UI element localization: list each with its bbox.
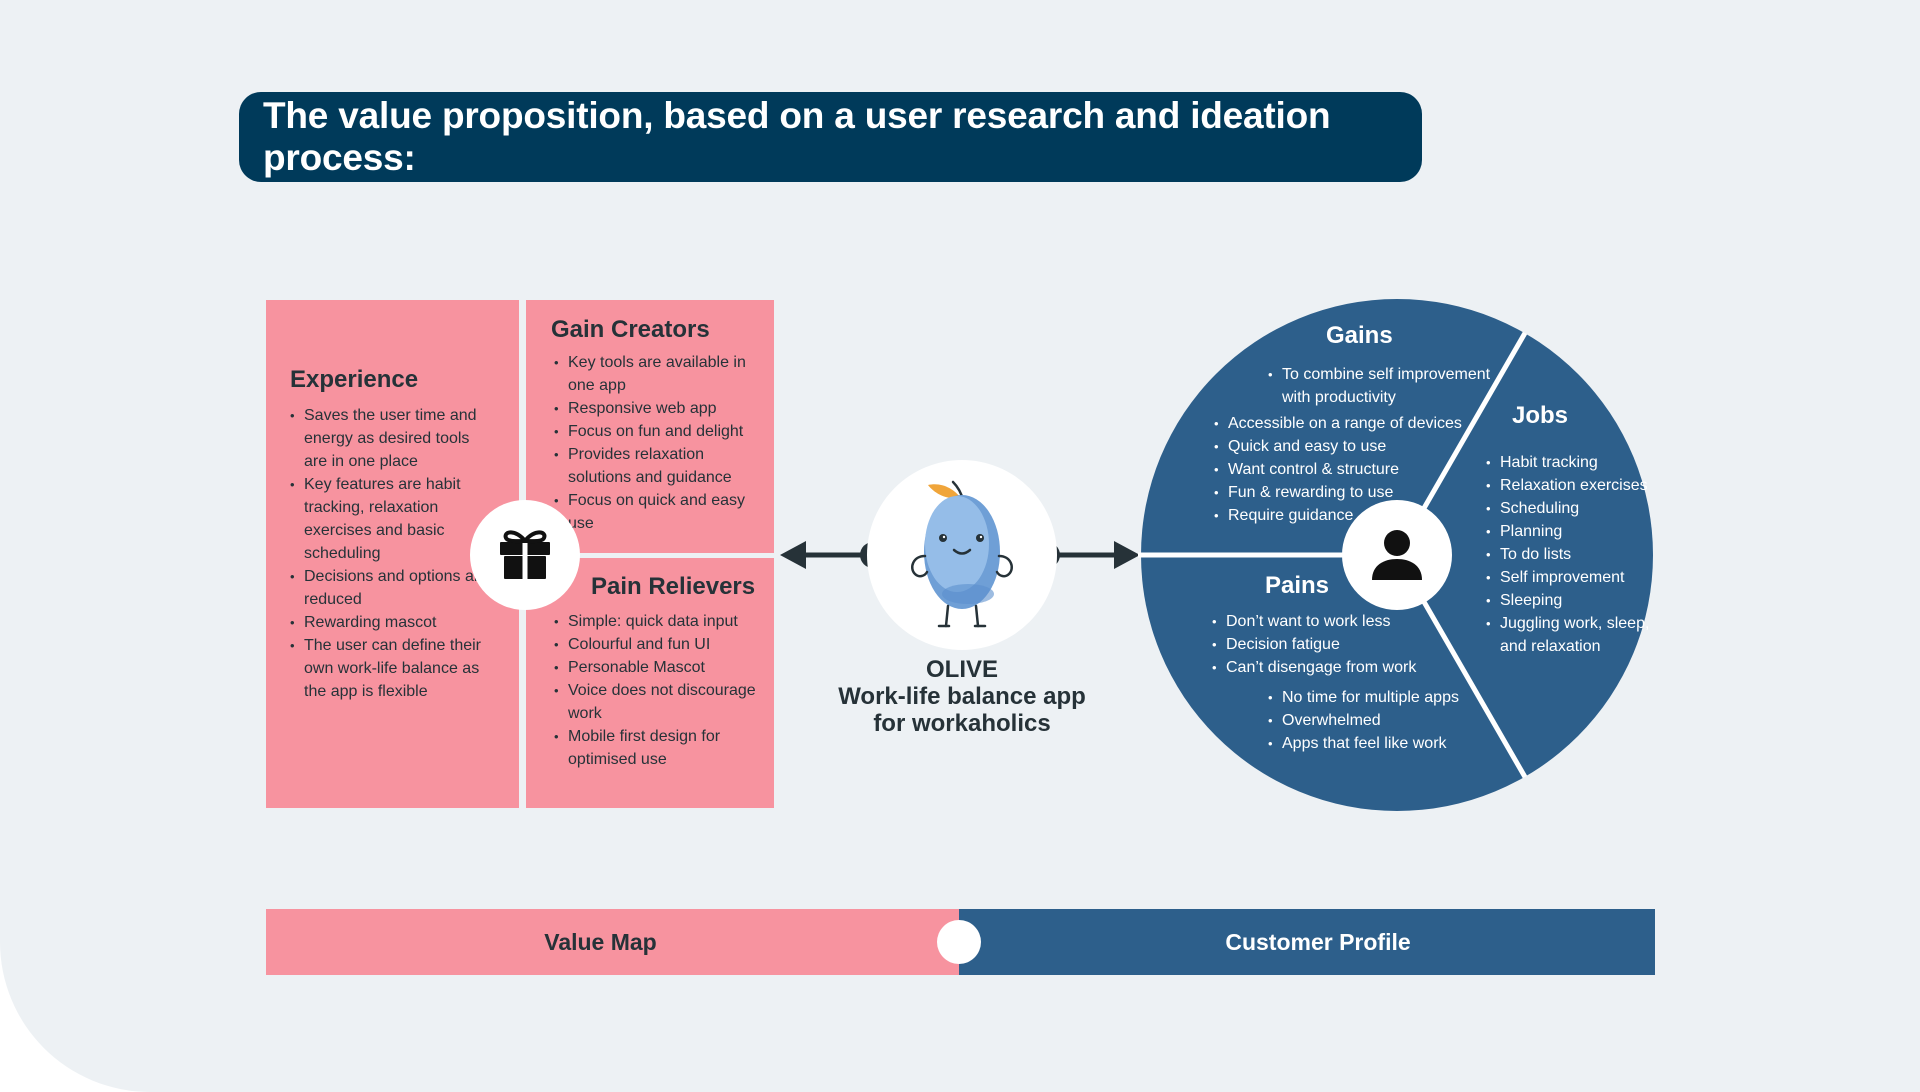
list-item: Scheduling <box>1486 497 1650 520</box>
pains-list: Don’t want to work less Decision fatigue… <box>1212 610 1456 679</box>
list-item: Self improvement <box>1486 566 1650 589</box>
list-item: Rewarding mascot <box>290 611 494 634</box>
gain-creators-list: Key tools are available in one app Respo… <box>554 351 770 535</box>
mascot-tagline-1: Work-life balance app <box>838 683 1086 710</box>
list-item: Can’t disengage from work <box>1212 656 1456 679</box>
gift-icon <box>500 530 550 579</box>
list-item: Key tools are available in one app <box>554 351 770 397</box>
list-item: Key features are habit tracking, relaxat… <box>290 473 494 565</box>
list-item: Habit tracking <box>1486 451 1650 474</box>
gains-title: Gains <box>1326 322 1393 349</box>
list-item: The user can define their own work-life … <box>290 634 494 703</box>
list-item: Decision fatigue <box>1212 633 1456 656</box>
list-item: Provides relaxation solutions and guidan… <box>554 443 770 489</box>
gain-creators-title: Gain Creators <box>551 316 710 343</box>
gift-badge <box>470 500 580 610</box>
user-badge <box>1342 500 1452 610</box>
list-item: Sleeping <box>1486 589 1650 612</box>
list-item: Relaxation exercises <box>1486 474 1650 497</box>
list-item: To combine self improvement with product… <box>1268 363 1512 409</box>
list-item: Want control & structure <box>1214 458 1488 481</box>
list-item: Colourful and fun UI <box>554 633 770 656</box>
list-item: Juggling work, sleep, and relaxation <box>1486 612 1650 658</box>
value-map-bar: Value Map <box>266 909 959 975</box>
title-banner: The value proposition, based on a user r… <box>239 92 1422 182</box>
user-icon <box>1372 530 1422 580</box>
gain-creators-panel: Gain Creators Key tools are available in… <box>526 300 774 553</box>
list-item: Don’t want to work less <box>1212 610 1456 633</box>
list-item: Planning <box>1486 520 1650 543</box>
jobs-list: Habit tracking Relaxation exercises Sche… <box>1486 451 1650 658</box>
list-item: Focus on quick and easy use <box>554 489 770 535</box>
list-item: Saves the user time and energy as desire… <box>290 404 494 473</box>
list-item: Require guidance <box>1214 504 1488 527</box>
value-map-label: Value Map <box>544 928 657 955</box>
mascot-tagline-2: for workaholics <box>873 710 1051 737</box>
pains-title: Pains <box>1265 572 1330 599</box>
gains-list: Accessible on a range of devices Quick a… <box>1214 412 1488 527</box>
list-item: Voice does not discourage work <box>554 679 770 725</box>
list-item: Apps that feel like work <box>1268 732 1512 755</box>
list-item: To do lists <box>1486 543 1650 566</box>
olive-mascot-icon <box>911 480 1013 628</box>
gains-list-top: To combine self improvement with product… <box>1268 363 1512 409</box>
right-arrow-head-icon <box>1114 541 1140 569</box>
list-item: Fun & rewarding to use <box>1214 481 1488 504</box>
experience-list: Saves the user time and energy as desire… <box>290 404 494 703</box>
pain-relievers-list: Simple: quick data input Colourful and f… <box>554 610 770 771</box>
jobs-title: Jobs <box>1512 402 1569 429</box>
list-item: Focus on fun and delight <box>554 420 770 443</box>
list-item: No time for multiple apps <box>1268 686 1512 709</box>
customer-profile-label: Customer Profile <box>1225 928 1411 955</box>
mascot-label: OLIVE Work-life balance app for workahol… <box>820 656 1104 737</box>
mascot-name: OLIVE <box>925 656 998 683</box>
page-title: The value proposition, based on a user r… <box>263 95 1331 178</box>
experience-title: Experience <box>290 366 419 393</box>
list-item: Personable Mascot <box>554 656 770 679</box>
bottom-bar: Value Map Customer Profile <box>266 909 1655 975</box>
mascot-circle <box>867 460 1057 650</box>
list-item: Simple: quick data input <box>554 610 770 633</box>
bar-junction-dot <box>937 920 981 964</box>
customer-profile-bar: Customer Profile <box>959 909 1655 975</box>
pain-relievers-panel: Pain Relievers Simple: quick data input … <box>526 558 774 808</box>
list-item: Mobile first design for optimised use <box>554 725 770 771</box>
list-item: Overwhelmed <box>1268 709 1512 732</box>
list-item: Quick and easy to use <box>1214 435 1488 458</box>
pain-relievers-title: Pain Relievers <box>591 573 756 600</box>
left-arrow-head-icon <box>780 541 806 569</box>
list-item: Decisions and options are reduced <box>290 565 494 611</box>
list-item: Accessible on a range of devices <box>1214 412 1488 435</box>
pains-list-secondary: No time for multiple apps Overwhelmed Ap… <box>1268 686 1512 755</box>
list-item: Responsive web app <box>554 397 770 420</box>
